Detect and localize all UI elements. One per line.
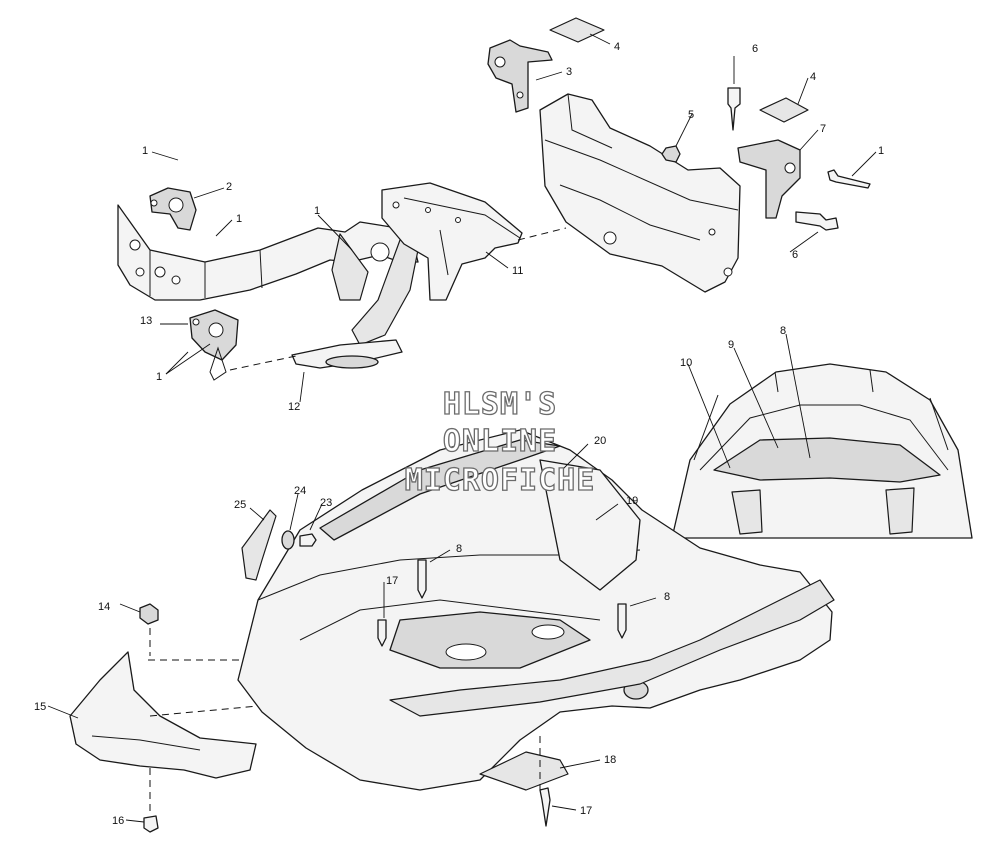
callout-10: 10 xyxy=(680,357,692,369)
callout-24: 24 xyxy=(294,485,306,497)
plate-25 xyxy=(241,509,277,581)
callout-1: 1 xyxy=(156,371,162,383)
callout-6: 6 xyxy=(752,43,758,55)
bracket-7 xyxy=(737,139,801,219)
front-frame-assembly xyxy=(117,204,421,346)
watermark-line-3: MICROFICHE xyxy=(405,463,596,498)
bolt-17-upper xyxy=(377,619,387,647)
callout-labels: 1 2 1 1 13 1 12 11 3 4 6 4 5 7 1 6 10 9 … xyxy=(34,41,884,827)
leader-lines xyxy=(47,33,877,823)
callout-17: 17 xyxy=(580,805,592,817)
callout-13: 13 xyxy=(140,315,152,327)
callout-8: 8 xyxy=(664,591,670,603)
callout-15: 15 xyxy=(34,701,46,713)
plate-4-right xyxy=(759,97,809,123)
callout-5: 5 xyxy=(688,109,694,121)
nut-14 xyxy=(139,603,159,625)
watermark: HLSM'S ONLINE MICROFICHE xyxy=(404,386,596,498)
bar-12 xyxy=(291,339,403,369)
callout-1: 1 xyxy=(314,205,320,217)
washer-24 xyxy=(281,530,295,550)
alignment-lines xyxy=(148,227,567,816)
inset-view xyxy=(671,363,973,539)
callout-8: 8 xyxy=(780,325,786,337)
callout-9: 9 xyxy=(728,339,734,351)
bracket-3 xyxy=(487,39,553,113)
bolt-6-side xyxy=(795,211,839,231)
bolt-1-side xyxy=(827,169,871,189)
bolt-8-right xyxy=(617,603,627,639)
bumper-15 xyxy=(69,651,257,779)
trim-20 xyxy=(319,439,561,541)
bolt-6-top xyxy=(727,87,741,131)
bolt-8-left xyxy=(417,559,427,599)
callout-6: 6 xyxy=(792,249,798,261)
watermark-line-2: ONLINE xyxy=(443,424,557,459)
callout-4: 4 xyxy=(810,71,816,83)
callout-4: 4 xyxy=(614,41,620,53)
plate-4-top xyxy=(549,17,605,43)
callout-2: 2 xyxy=(226,181,232,193)
bolt-17-lower xyxy=(539,787,551,827)
housing-11 xyxy=(381,182,523,301)
callout-16: 16 xyxy=(112,815,124,827)
watermark-line-1: HLSM'S xyxy=(443,387,557,422)
callout-8: 8 xyxy=(456,543,462,555)
bolt-23 xyxy=(299,533,317,547)
panel-19 xyxy=(539,459,641,591)
callout-23: 23 xyxy=(320,497,332,509)
bolt-16 xyxy=(143,815,159,833)
callout-20: 20 xyxy=(594,435,606,447)
callout-3: 3 xyxy=(566,66,572,78)
callout-12: 12 xyxy=(288,401,300,413)
callout-11: 11 xyxy=(512,265,523,277)
callout-7: 7 xyxy=(820,123,826,135)
rear-frame-assembly xyxy=(539,93,741,293)
callout-19: 19 xyxy=(626,495,638,507)
callout-18: 18 xyxy=(604,754,616,766)
belly-pan-assembly xyxy=(237,429,835,791)
callout-1: 1 xyxy=(236,213,242,225)
callout-1: 1 xyxy=(142,145,148,157)
callout-17: 17 xyxy=(386,575,398,587)
callout-1: 1 xyxy=(878,145,884,157)
callout-14: 14 xyxy=(98,601,110,613)
callout-25: 25 xyxy=(234,499,246,511)
